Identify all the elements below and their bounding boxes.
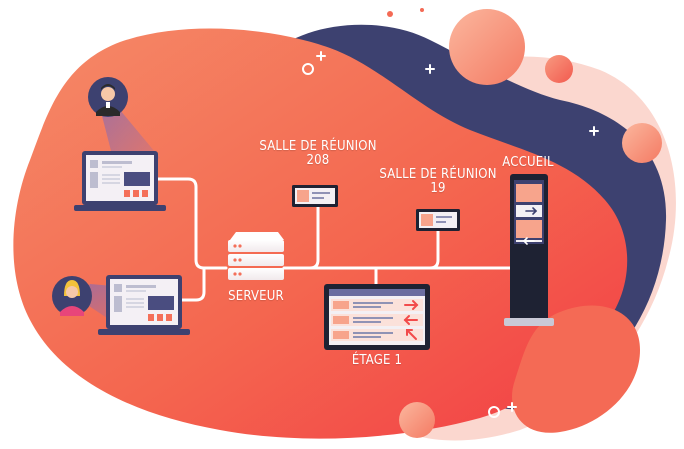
server-icon	[228, 232, 284, 280]
red-sphere-small	[545, 55, 573, 83]
label-salle-208-line1: SALLE DE RÉUNION	[259, 139, 377, 154]
plus-icon	[589, 126, 599, 136]
peach-sphere-medium	[622, 123, 662, 163]
circle-outline-icon	[488, 406, 500, 418]
main-coral-blob	[13, 28, 628, 439]
peach-sphere-large	[449, 9, 525, 85]
label-salle-208: SALLE DE RÉUNION 208	[258, 140, 378, 168]
label-etage: ÉTAGE 1	[351, 353, 403, 368]
arrow-up-left-icon	[406, 329, 417, 340]
monitor-icon	[292, 185, 338, 207]
kiosk-icon	[504, 174, 554, 326]
network-cables	[156, 177, 514, 302]
monitor-icon	[324, 284, 430, 350]
dot-decoration	[387, 11, 393, 17]
monitor-icon	[416, 209, 460, 231]
plus-icon	[316, 51, 326, 61]
dot-decoration	[420, 8, 424, 12]
plus-icon	[425, 64, 435, 74]
man-avatar-icon	[88, 77, 128, 117]
label-accueil: ACCUEIL	[502, 155, 554, 170]
label-salle-208-line2: 208	[306, 153, 330, 168]
plus-icon	[507, 402, 517, 412]
peach-sphere-bottom	[399, 402, 435, 438]
arrow-left-icon	[522, 237, 535, 245]
woman-avatar-icon	[52, 276, 92, 316]
label-salle-19-line2: 19	[430, 181, 446, 196]
arrow-left-icon	[403, 315, 418, 325]
label-salle-19: SALLE DE RÉUNION 19	[378, 168, 498, 196]
laptop-icon	[98, 275, 190, 335]
label-salle-19-line1: SALLE DE RÉUNION	[379, 167, 497, 182]
laptop-icon	[74, 151, 166, 211]
circle-outline-icon	[302, 63, 314, 75]
arrow-right-icon	[525, 207, 538, 215]
bottom-right-coral-blob	[512, 305, 640, 433]
label-serveur: SERVEUR	[228, 289, 284, 304]
arrow-right-icon	[404, 300, 419, 310]
